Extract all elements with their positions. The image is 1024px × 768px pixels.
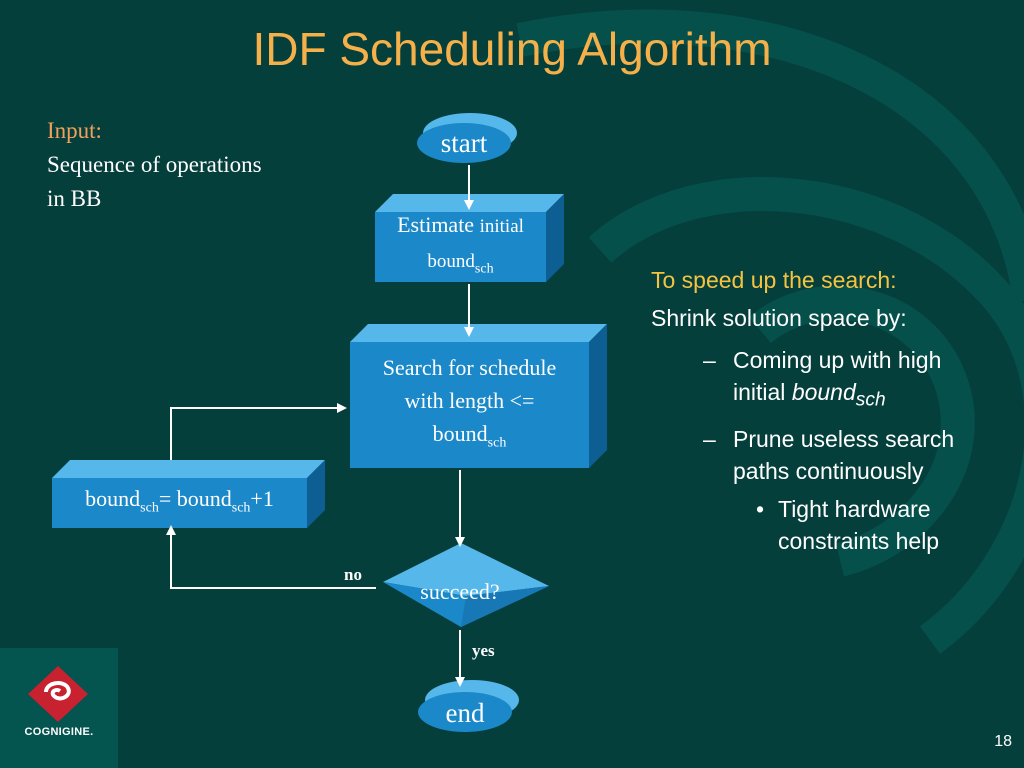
dash-marker: – xyxy=(703,347,716,373)
note-item-prune: – Prune useless search paths continuousl… xyxy=(703,423,1021,487)
search-label: Search for schedule with length <= bound… xyxy=(350,345,589,465)
search-line-3: boundsch xyxy=(432,420,507,451)
estimate-line-1: Estimate initial xyxy=(397,212,524,238)
slide-title: IDF Scheduling Algorithm xyxy=(252,23,772,75)
end-label: end xyxy=(445,697,485,728)
input-line-1: Sequence of operations xyxy=(47,152,262,177)
estimate-box xyxy=(375,194,564,282)
start-label: start xyxy=(440,127,488,158)
arrow-no-to-increment xyxy=(166,525,376,589)
bullet-marker: • xyxy=(756,495,765,522)
arrow-increment-to-search xyxy=(170,403,347,460)
estimate-label: Estimate initial boundsch xyxy=(375,212,546,282)
start-node xyxy=(417,113,517,163)
decision-diamond xyxy=(383,543,549,627)
yes-label: yes xyxy=(472,641,495,660)
end-node xyxy=(418,680,519,732)
decision-label: succeed? xyxy=(420,578,500,604)
note-item-high-bound: – Coming up with high initial boundsch xyxy=(703,344,1021,417)
input-description: Input: Sequence of operations in BB xyxy=(47,114,347,216)
page-number: 18 xyxy=(994,733,1012,750)
increment-label: boundsch= boundsch+1 xyxy=(85,485,274,516)
search-box xyxy=(350,324,607,468)
search-line-1: Search for schedule xyxy=(382,354,557,380)
company-logo: COGNIGINE. xyxy=(0,648,118,768)
notes-intro: Shrink solution space by: xyxy=(651,305,907,331)
side-notes: To speed up the search: Shrink solution … xyxy=(651,262,1021,557)
estimate-line-2: boundsch xyxy=(427,251,494,277)
logo-wordmark: COGNIGINE. xyxy=(24,726,94,738)
notes-heading: To speed up the search: xyxy=(651,267,897,293)
cognigine-logo-icon xyxy=(28,666,88,722)
note-subitem-hardware: • Tight hardware constraints help xyxy=(756,493,1021,557)
input-label: Input: xyxy=(47,118,102,143)
increment-box xyxy=(52,460,325,528)
input-line-2: in BB xyxy=(47,186,102,211)
no-label: no xyxy=(344,565,362,584)
dash-marker: – xyxy=(703,425,716,452)
search-line-2: with length <= xyxy=(404,387,535,413)
